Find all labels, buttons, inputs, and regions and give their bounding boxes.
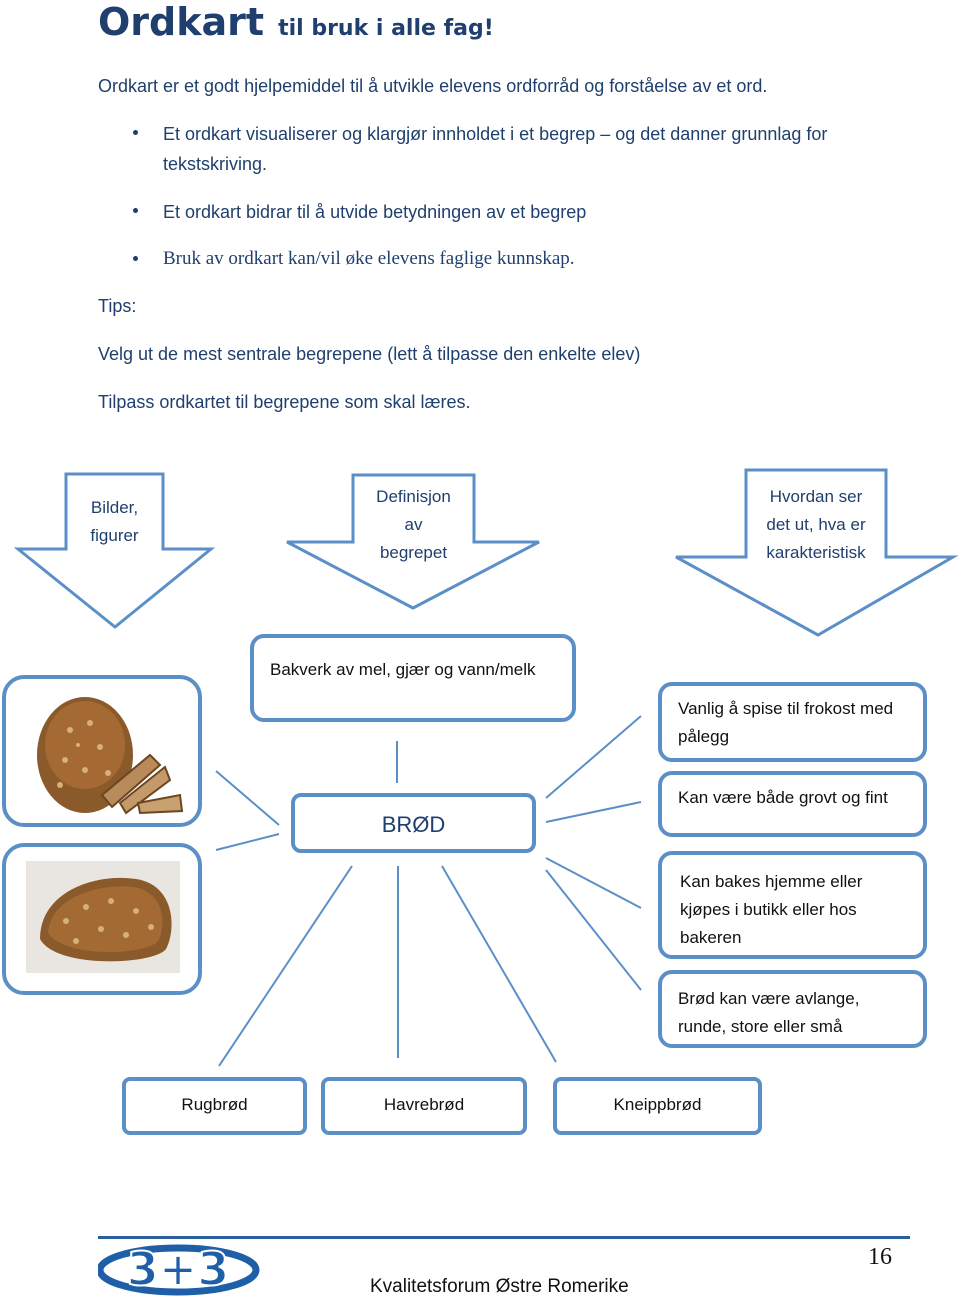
example-box-2: Havrebrød [321, 1077, 527, 1135]
example-text: Kneippbrød [613, 1095, 702, 1114]
trait-line: kjøpes i butikk eller hos [680, 900, 857, 919]
example-box-1: Rugbrød [122, 1077, 307, 1135]
trait-box-4: Brød kan være avlange, runde, store elle… [658, 970, 927, 1048]
trait-line: bakeren [680, 928, 742, 947]
bullet-dot [133, 256, 138, 261]
definition-box: Bakverk av mel, gjær og vann/melk [250, 634, 576, 722]
bullet-1-line2: tekstskriving. [163, 154, 268, 174]
bullet-2: Et ordkart bidrar til å utvide betydning… [163, 202, 587, 222]
trait-line: pålegg [678, 727, 730, 746]
arrow-label-images: Bilder, figurer [66, 494, 163, 550]
trait-text: Vanlig å spise til frokost med pålegg [678, 695, 893, 751]
bullet-3: Bruk av ordkart kan/vil øke elevens fagl… [163, 248, 575, 269]
center-term: BRØD [381, 812, 446, 837]
arrow-label-line: begrepet [379, 543, 448, 562]
arrow-label-line: av [404, 515, 423, 534]
logo-text: 3+3 [127, 1242, 230, 1296]
logo-3plus3: 3+3 [98, 1241, 260, 1297]
trait-line: runde, store eller små [678, 1017, 843, 1036]
trait-box-3: Kan bakes hjemme eller kjøpes i butikk e… [658, 851, 927, 959]
center-term-box: BRØD [291, 793, 536, 853]
example-box-3: Kneippbrød [553, 1077, 762, 1135]
arrow-label-line: Bilder, [90, 498, 139, 517]
trait-text: Kan bakes hjemme eller kjøpes i butikk e… [680, 868, 862, 952]
arrow-label-line: figurer [90, 526, 139, 545]
tips-line-1: Velg ut de mest sentrale begrepene (lett… [98, 344, 641, 364]
connector-line [545, 857, 642, 909]
connector-line [215, 770, 280, 826]
title-main: Ordkart [98, 0, 265, 44]
bullet-1-line1: Et ordkart visualiserer og klargjør innh… [163, 124, 828, 144]
definition-text: Bakverk av mel, gjær og vann/melk [270, 660, 536, 679]
trait-box-1: Vanlig å spise til frokost med pålegg [658, 682, 927, 762]
arrow-label-line: karakteristisk [766, 543, 866, 562]
intro-text: Ordkart er et godt hjelpemiddel til å ut… [98, 76, 768, 96]
bullet-dot [133, 208, 138, 213]
connector-line [218, 865, 353, 1067]
footer-org: Kvalitetsforum Østre Romerike [370, 1276, 629, 1297]
page-number: 16 [868, 1244, 892, 1270]
arrow-label-line: Definisjon [376, 487, 451, 506]
trait-text: Brød kan være avlange, runde, store elle… [678, 985, 859, 1041]
image-box-loaf [2, 843, 202, 995]
example-text: Rugbrød [181, 1095, 248, 1114]
connector-line [441, 865, 557, 1063]
arrow-label-characteristics: Hvordan ser det ut, hva er karakteristis… [746, 483, 886, 567]
example-text: Havrebrød [383, 1095, 465, 1114]
page-title: Ordkart til bruk i alle fag! [98, 0, 494, 44]
trait-text: Kan være både grovt og fint [678, 788, 888, 807]
arrow-label-line: Hvordan ser [769, 487, 863, 506]
footer-rule [98, 1236, 910, 1239]
tips-line-2: Tilpass ordkartet til begrepene som skal… [98, 392, 471, 412]
arrow-label-definition: Definisjon av begrepet [353, 483, 474, 567]
loaf-image [26, 861, 180, 973]
connector-line [545, 715, 642, 799]
trait-line: Brød kan være avlange, [678, 989, 860, 1008]
trait-line: Vanlig å spise til frokost med [678, 699, 894, 718]
down-arrow-definition [286, 473, 540, 610]
image-box-sliced-bread [2, 675, 202, 827]
bullet-dot [133, 130, 138, 135]
title-sub: til bruk i alle fag! [278, 16, 494, 41]
arrow-label-line: det ut, hva er [766, 515, 866, 534]
connector-line [545, 869, 642, 991]
connector-line [545, 801, 642, 823]
connector-line [215, 833, 280, 851]
trait-line: Kan bakes hjemme eller [680, 872, 863, 891]
trait-box-2: Kan være både grovt og fint [658, 771, 927, 837]
tips-label: Tips: [98, 296, 137, 316]
down-arrow-characteristics [675, 468, 959, 637]
down-arrow-images [13, 472, 216, 629]
sliced-bread-image [37, 697, 184, 815]
